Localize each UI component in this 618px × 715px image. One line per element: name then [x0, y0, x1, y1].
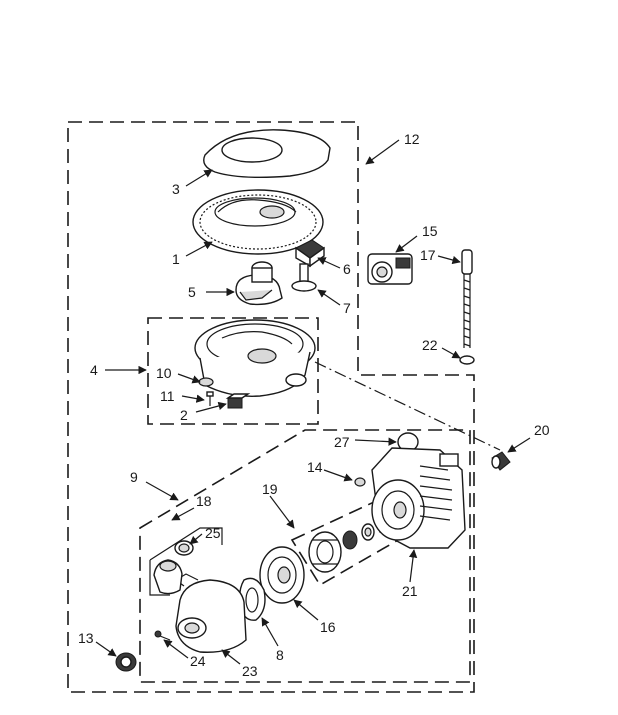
callout-11: 11 — [160, 388, 175, 404]
part-18-elbow[interactable] — [153, 559, 183, 595]
part-2-connector[interactable] — [225, 393, 251, 409]
callout-24: 24 — [190, 653, 206, 669]
callout-6: 6 — [343, 261, 351, 277]
callout-22: 22 — [422, 337, 438, 353]
part-23-pump-housing[interactable] — [174, 573, 247, 653]
part-10-clip[interactable] — [198, 377, 214, 387]
part-20-fitting[interactable] — [491, 451, 511, 471]
callout-19: 19 — [262, 481, 278, 497]
part-1-filter-plate[interactable] — [192, 189, 324, 255]
part-22-ring[interactable] — [459, 355, 475, 365]
part-6-sensor[interactable] — [295, 239, 325, 268]
callout-3: 3 — [172, 181, 180, 197]
part-5-valve[interactable] — [235, 261, 283, 306]
group-box-19 — [290, 488, 413, 587]
group-box-4 — [147, 317, 319, 425]
callout-8: 8 — [276, 647, 284, 663]
part-11-screw[interactable] — [206, 391, 214, 406]
callout-10: 10 — [156, 365, 172, 381]
group-box-9 — [139, 429, 471, 683]
callout-17: 17 — [420, 247, 436, 263]
callout-27: 27 — [334, 434, 350, 450]
part-7-pin[interactable] — [291, 263, 317, 292]
group-box-18 — [149, 527, 223, 596]
part-14-nut[interactable] — [354, 477, 366, 487]
callout-23: 23 — [242, 663, 258, 679]
callout-5: 5 — [188, 284, 196, 300]
group-box-12 — [67, 121, 475, 693]
part-17-hose[interactable] — [461, 249, 473, 348]
callout-9: 9 — [130, 469, 138, 485]
dashdot-leader — [314, 361, 501, 451]
callout-21: 21 — [402, 583, 418, 599]
part-3-cover[interactable] — [203, 129, 331, 179]
callout-13: 13 — [78, 630, 94, 646]
callout-15: 15 — [422, 223, 438, 239]
callout-4: 4 — [90, 362, 98, 378]
callout-25: 25 — [205, 525, 221, 541]
part-24-screw[interactable] — [154, 630, 171, 641]
callout-2: 2 — [180, 407, 188, 423]
callout-18: 18 — [196, 493, 212, 509]
callout-14: 14 — [307, 459, 323, 475]
part-13-grommet[interactable] — [115, 652, 137, 672]
part-19-impeller[interactable] — [308, 523, 375, 573]
callout-7: 7 — [343, 300, 351, 316]
part-15-diverter[interactable] — [367, 253, 413, 285]
callout-16: 16 — [320, 619, 336, 635]
callout-12: 12 — [404, 131, 420, 147]
part-25-clamp[interactable] — [174, 540, 194, 556]
callout-20: 20 — [534, 422, 550, 438]
callout-1: 1 — [172, 251, 180, 267]
leader-lines — [95, 139, 531, 665]
part-16-seal-plate[interactable] — [259, 546, 305, 604]
part-4-sump[interactable] — [194, 319, 316, 397]
part-21-motor[interactable] — [371, 447, 466, 549]
